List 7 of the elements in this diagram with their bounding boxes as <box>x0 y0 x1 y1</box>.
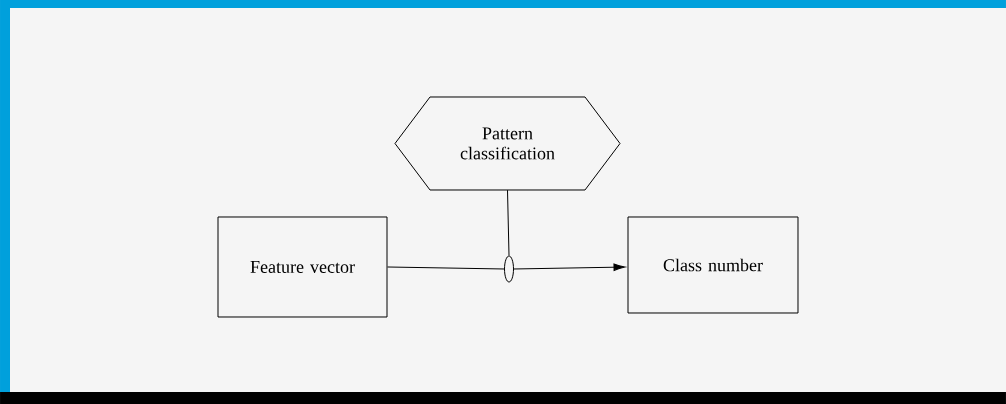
hexagon: Pattern classification <box>394 96 621 191</box>
process-box: Class number <box>627 216 799 314</box>
loop-symbol <box>504 255 514 283</box>
process-box: Feature vector <box>217 216 388 318</box>
connector-line <box>507 189 510 256</box>
arrow <box>513 263 626 271</box>
connector-line <box>387 266 505 270</box>
